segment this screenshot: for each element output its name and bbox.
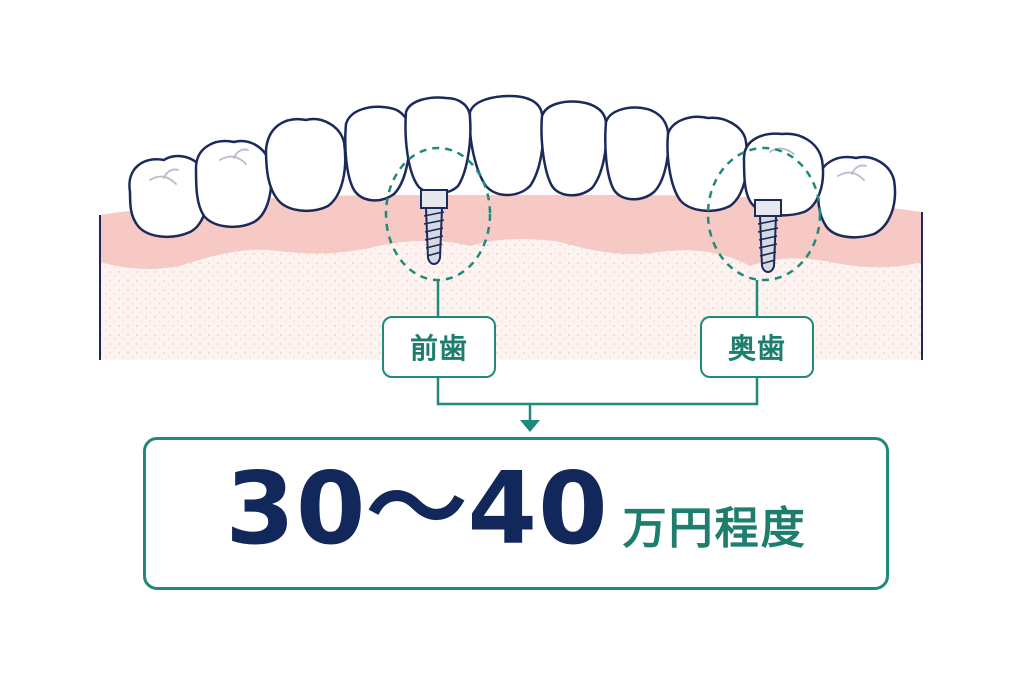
tooth-icon (816, 155, 897, 239)
arrow-down-icon (520, 420, 540, 432)
implant-crown-front (404, 96, 472, 195)
highlight-circle-back (706, 146, 822, 282)
tooth-icon (468, 94, 545, 197)
tooth-icon (540, 100, 608, 197)
gum (100, 195, 922, 269)
tooth-icon (344, 105, 412, 202)
price-box: 30〜40 万円程度 (143, 437, 889, 590)
tooth-icon (666, 115, 749, 213)
front-teeth-label: 前歯 (382, 316, 496, 378)
tooth-icon (264, 117, 347, 213)
connector-lines (436, 280, 759, 424)
implant-icon (754, 199, 782, 273)
back-teeth-label: 奥歯 (700, 316, 814, 378)
implant-icon (420, 189, 448, 265)
tooth-icon (194, 139, 273, 229)
tooth-icon (604, 106, 670, 201)
price-unit: 万円程度 (622, 503, 807, 554)
implant-crown-back (742, 132, 825, 217)
price-range: 30〜40 (225, 450, 609, 567)
